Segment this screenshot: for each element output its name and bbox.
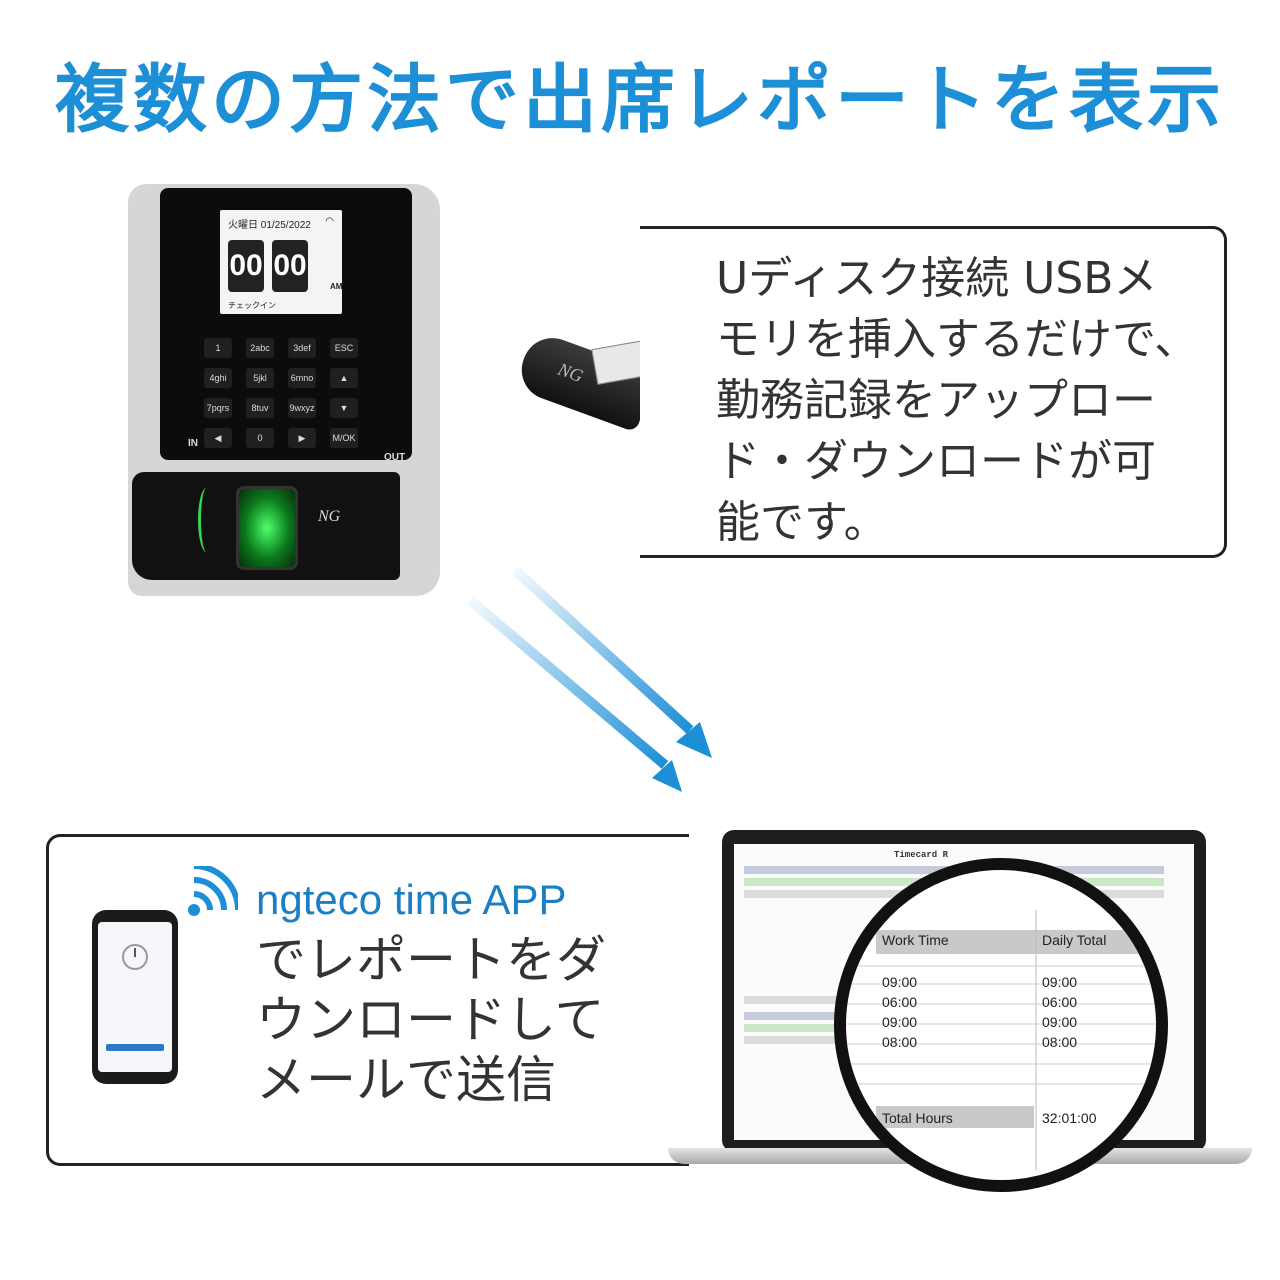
screen-status: チェックイン bbox=[228, 301, 276, 310]
attendance-terminal: 火曜日 01/25/2022 ◠ 00 00 AM チェックイン 1 2abc … bbox=[128, 184, 440, 596]
app-line: メールで送信 bbox=[256, 1051, 556, 1109]
work-time-cell: 09:00 bbox=[882, 1014, 918, 1030]
key-2[interactable]: 2abc bbox=[246, 338, 274, 358]
minutes-display: 00 bbox=[272, 240, 308, 292]
daily-total-header: Daily Total bbox=[1042, 932, 1107, 948]
ampm-indicator: AM bbox=[330, 282, 343, 291]
work-time-header: Work Time bbox=[882, 932, 949, 948]
key-right[interactable]: ▶ bbox=[288, 428, 316, 448]
app-title: ngteco time APP bbox=[256, 876, 567, 923]
daily-total-cell: 09:00 bbox=[1042, 1014, 1078, 1030]
app-line: ウンロードして bbox=[256, 991, 605, 1049]
usb-callout-text: Uディスク接続 USBメ モリを挿入するだけで、 勤務記録をアップロー ド・ダウ… bbox=[716, 248, 1216, 553]
magnifier-grid bbox=[846, 910, 1156, 1170]
key-ok[interactable]: M/OK bbox=[330, 428, 358, 448]
key-up[interactable]: ▲ bbox=[330, 368, 358, 388]
total-hours-label: Total Hours bbox=[882, 1110, 953, 1126]
key-6[interactable]: 6mno bbox=[288, 368, 316, 388]
phone-screen bbox=[98, 922, 172, 1072]
sheet-title: Timecard R bbox=[894, 850, 949, 860]
usb-brand-logo: NG bbox=[555, 358, 586, 387]
work-time-cell: 06:00 bbox=[882, 994, 918, 1010]
key-esc[interactable]: ESC bbox=[330, 338, 358, 358]
usb-callout-box bbox=[640, 226, 1227, 558]
terminal-screen: 火曜日 01/25/2022 ◠ 00 00 AM チェックイン bbox=[220, 210, 342, 314]
terminal-face: 火曜日 01/25/2022 ◠ 00 00 AM チェックイン 1 2abc … bbox=[160, 188, 412, 463]
screen-date: 火曜日 01/25/2022 bbox=[228, 220, 311, 231]
daily-total-cell: 06:00 bbox=[1042, 994, 1078, 1010]
work-time-cell: 09:00 bbox=[882, 974, 918, 990]
key-0[interactable]: 0 bbox=[246, 428, 274, 448]
app-logo-icon bbox=[122, 944, 148, 970]
key-left[interactable]: ◀ bbox=[204, 428, 232, 448]
wifi-icon bbox=[188, 866, 238, 916]
magnifier-header-bar bbox=[876, 930, 1156, 954]
keypad: 1 2abc 3def ESC 4ghi 5jkl 6mno ▲ 7pqrs 8… bbox=[204, 338, 388, 470]
key-8[interactable]: 8tuv bbox=[246, 398, 274, 418]
usb-line: モリを挿入するだけで、 bbox=[716, 314, 1199, 365]
terminal-base: NG bbox=[132, 472, 400, 580]
brand-logo: NG bbox=[318, 508, 341, 525]
app-line: でレポートをダ bbox=[256, 931, 606, 989]
usb-line: Uディスク接続 USBメ bbox=[716, 253, 1158, 304]
key-1[interactable]: 1 bbox=[204, 338, 232, 358]
key-7[interactable]: 7pqrs bbox=[204, 398, 232, 418]
fingerprint-sensor[interactable] bbox=[236, 486, 298, 570]
out-label: OUT bbox=[384, 452, 406, 463]
daily-total-cell: 08:00 bbox=[1042, 1034, 1078, 1050]
hours-display: 00 bbox=[228, 240, 264, 292]
key-4[interactable]: 4ghi bbox=[204, 368, 232, 388]
status-led bbox=[198, 488, 215, 552]
total-hours-bg bbox=[876, 1106, 1034, 1128]
in-label: IN bbox=[188, 438, 198, 449]
smartphone-image bbox=[92, 910, 178, 1084]
transfer-arrows-icon bbox=[466, 566, 712, 792]
key-down[interactable]: ▼ bbox=[330, 398, 358, 418]
total-hours-value: 32:01:00 bbox=[1042, 1110, 1097, 1126]
headline: 複数の方法で出席レポートを表示 bbox=[55, 57, 1225, 143]
key-9[interactable]: 9wxyz bbox=[288, 398, 316, 418]
usb-line: 能です。 bbox=[716, 497, 888, 548]
usb-line: ド・ダウンロードが可 bbox=[716, 436, 1156, 487]
phone-login-button bbox=[106, 1044, 164, 1051]
key-3[interactable]: 3def bbox=[288, 338, 316, 358]
work-time-cell: 08:00 bbox=[882, 1034, 918, 1050]
usb-line: 勤務記録をアップロー bbox=[716, 375, 1156, 426]
app-callout-text: でレポートをダ ウンロードして メールで送信 bbox=[256, 930, 636, 1110]
wifi-status-icon: ◠ bbox=[325, 216, 334, 227]
daily-total-cell: 09:00 bbox=[1042, 974, 1078, 990]
key-5[interactable]: 5jkl bbox=[246, 368, 274, 388]
magnifier-lens: Work Time Daily Total 09:00 09:00 06:00 … bbox=[834, 858, 1168, 1192]
